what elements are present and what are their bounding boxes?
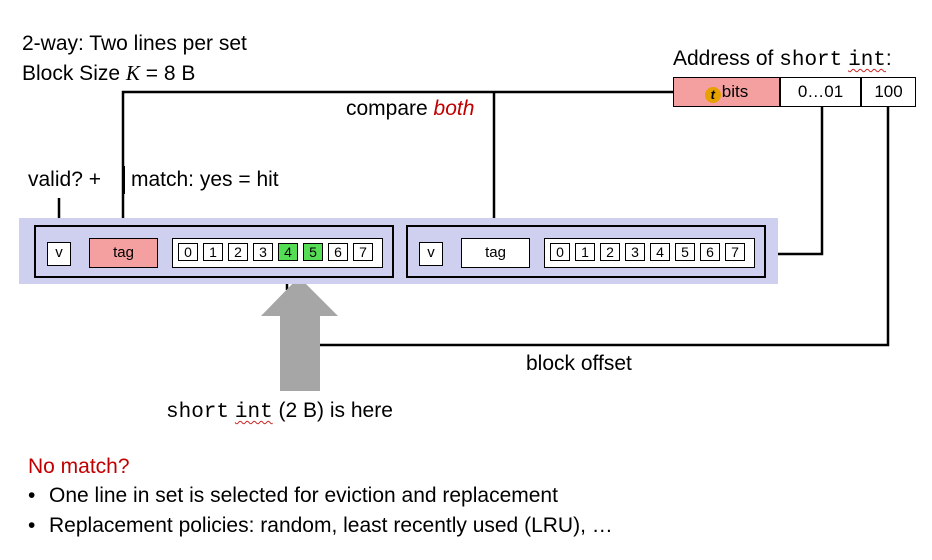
valid-bit-1: v xyxy=(47,242,71,266)
tag-field-2: tag xyxy=(461,238,530,268)
address-label-prefix: Address of xyxy=(673,47,780,70)
block-bytes-1: 0 1 2 3 4 5 6 7 xyxy=(172,238,383,268)
match-label: match: yes = hit xyxy=(131,168,279,191)
index-line xyxy=(778,107,824,256)
block-size-prefix: Block Size xyxy=(22,62,126,85)
address-label: Address of short int: xyxy=(673,46,892,74)
byte-3: 3 xyxy=(253,243,273,261)
here-suffix: (2 B) is here xyxy=(272,399,393,422)
no-match-bullets: One line in set is selected for eviction… xyxy=(23,481,613,541)
bullet-policies: Replacement policies: random, least rece… xyxy=(23,511,613,541)
byte-4-hit: 4 xyxy=(278,243,298,261)
byte-6: 6 xyxy=(700,243,720,261)
byte-5-hit: 5 xyxy=(303,243,323,261)
here-type-int: int xyxy=(234,401,273,424)
byte-2: 2 xyxy=(600,243,620,261)
byte-0: 0 xyxy=(178,243,198,261)
up-arrow xyxy=(261,277,338,391)
here-type-short: short xyxy=(166,401,230,424)
label-divider xyxy=(123,166,125,194)
byte-7: 7 xyxy=(353,243,373,261)
address-index-bits: 0…01 xyxy=(780,77,861,107)
no-match-title: No match? xyxy=(28,455,130,478)
block-size-suffix: = 8 B xyxy=(139,62,196,85)
byte-1: 1 xyxy=(575,243,595,261)
block-size-label: Block Size K = 8 B xyxy=(22,60,195,87)
bullet-eviction: One line in set is selected for eviction… xyxy=(23,481,613,511)
address-type-int: int xyxy=(848,49,886,72)
byte-6: 6 xyxy=(328,243,348,261)
block-size-var: K xyxy=(125,61,140,85)
associativity-label: 2-way: Two lines per set xyxy=(22,32,247,55)
address-tag-bits-label: bits xyxy=(721,82,749,101)
byte-1: 1 xyxy=(203,243,223,261)
offset-line xyxy=(320,107,890,347)
address-offset-bits: 100 xyxy=(861,77,916,107)
compare-emphasis: both xyxy=(433,97,475,120)
address-label-suffix: : xyxy=(885,47,892,70)
block-bytes-2: 0 1 2 3 4 5 6 7 xyxy=(544,238,755,268)
byte-7: 7 xyxy=(725,243,745,261)
compare-label: compare both xyxy=(346,96,474,122)
address-type-short: short xyxy=(779,49,843,72)
valid-bit-2: v xyxy=(419,242,443,266)
t-bits-icon: t xyxy=(704,87,721,103)
tag-field-1: tag xyxy=(89,238,158,268)
byte-4: 4 xyxy=(650,243,670,261)
byte-2: 2 xyxy=(228,243,248,261)
byte-5: 5 xyxy=(675,243,695,261)
block-offset-label: block offset xyxy=(526,352,632,375)
compare-prefix: compare xyxy=(346,97,434,120)
byte-3: 3 xyxy=(625,243,645,261)
valid-label: valid? + xyxy=(28,168,101,191)
byte-0: 0 xyxy=(550,243,570,261)
here-label: short int (2 B) is here xyxy=(166,398,393,426)
